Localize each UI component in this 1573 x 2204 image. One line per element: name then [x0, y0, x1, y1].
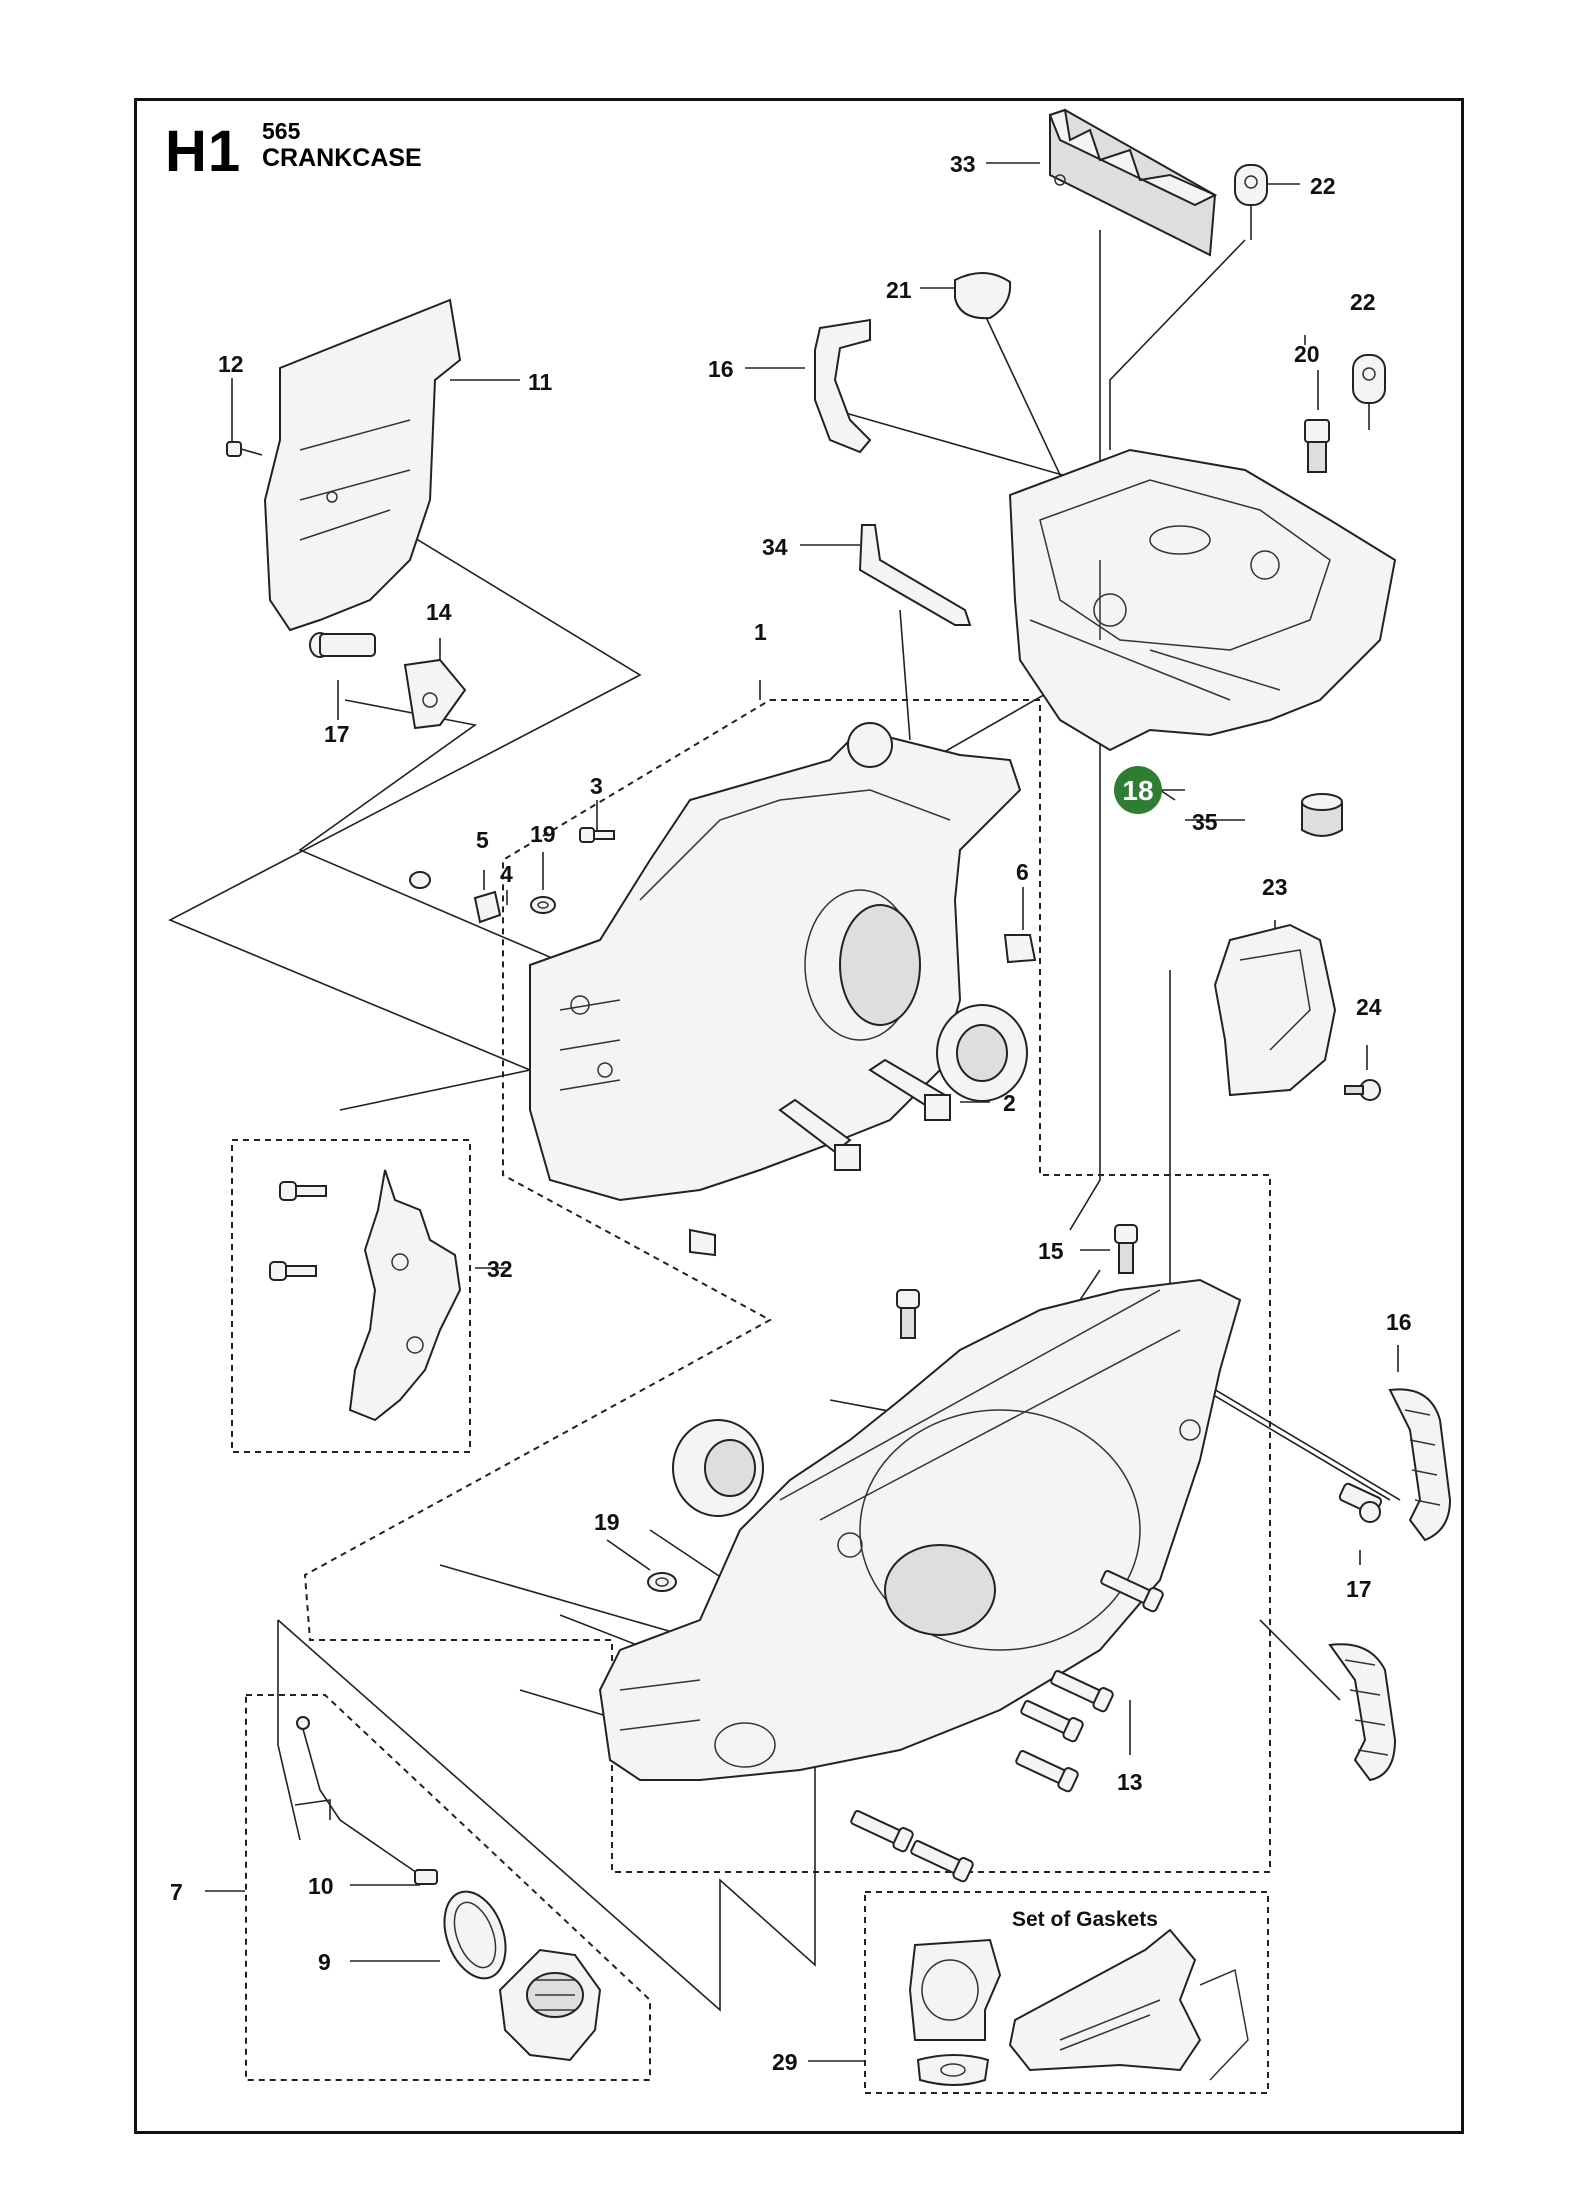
part-filter-cap	[498, 1948, 602, 2062]
part-18-housing	[1008, 448, 1397, 752]
section-title: CRANKCASE	[262, 144, 422, 172]
guide-line-10	[277, 1620, 301, 1841]
part-bearing-lower	[672, 1419, 764, 1517]
guide-line-22	[1109, 239, 1246, 450]
group-outline-1	[303, 699, 1271, 1873]
callout-4: 4	[500, 861, 513, 887]
callout-6: 6	[1016, 859, 1029, 885]
group-outline-7	[245, 1694, 651, 2081]
callout-2: 2	[1003, 1090, 1016, 1116]
part-4-nipple	[473, 890, 502, 924]
group-outline-gaskets	[864, 1891, 1269, 2094]
callout-16-top: 16	[708, 356, 734, 382]
part-3-screw	[579, 827, 615, 843]
part-2-pins	[778, 1058, 951, 1171]
callout-14: 14	[426, 599, 452, 625]
part-15-screw	[896, 1224, 1138, 1339]
highlight-badge-18: 18	[1114, 766, 1185, 814]
callout-21: 21	[886, 277, 912, 303]
callout-33: 33	[950, 151, 976, 177]
part-16-clip-top	[814, 318, 872, 454]
callout-29: 29	[772, 2049, 798, 2075]
callout-35: 35	[1192, 809, 1218, 835]
callout-22-right: 22	[1350, 289, 1376, 315]
highlight-badge-label: 18	[1122, 775, 1153, 806]
part-10-pickup	[294, 1716, 438, 1885]
group-outline-32	[231, 1139, 471, 1453]
callout-19-lower: 19	[594, 1509, 620, 1535]
callout-13: 13	[1117, 1769, 1143, 1795]
part-20-screw	[1304, 419, 1330, 473]
callout-labels: 33 22 21 16 22 20 12 11 34 14 17 1 35 3 …	[170, 151, 1412, 2075]
callout-15: 15	[1038, 1238, 1064, 1264]
part-24-screw	[1344, 1079, 1381, 1101]
callout-17-top: 17	[324, 721, 350, 747]
part-23-cover	[1213, 923, 1337, 1097]
callout-11: 11	[528, 369, 553, 395]
part-22-tag-top	[1234, 164, 1268, 240]
part-6-sleeve	[1003, 934, 1037, 964]
part-32-screws	[269, 1181, 327, 1281]
part-11-guide-plate	[263, 298, 462, 632]
part-22-tag-right	[1352, 354, 1386, 430]
callout-1: 1	[754, 619, 767, 645]
part-1-crankcase-half	[529, 722, 1022, 1202]
part-29-gasket-set	[908, 1928, 1249, 2086]
part-34-rod	[858, 524, 972, 626]
model-number: 565	[262, 118, 301, 144]
callout-10: 10	[308, 1873, 334, 1899]
guide-line-11	[168, 511, 642, 1111]
part-13-bolts	[850, 1570, 1164, 1883]
part-35-bushing	[1301, 793, 1343, 837]
guide-line-34	[899, 609, 911, 741]
part-9-seal	[443, 1890, 507, 1980]
part-33-rail	[1048, 108, 1218, 257]
section-code: H1	[165, 119, 242, 184]
callout-20: 20	[1294, 341, 1320, 367]
part-2-bearing	[936, 1004, 1028, 1102]
callout-17-lower: 17	[1346, 1576, 1372, 1602]
highlight-badge-circle	[1114, 766, 1162, 814]
guide-line-gasketrail	[1259, 1619, 1341, 1701]
guide-line-17a	[298, 699, 651, 1001]
part-19-washer-lower	[647, 1572, 677, 1592]
part-17-bolt-top	[309, 632, 376, 658]
part-17-bolt-lower	[1338, 1482, 1383, 1523]
callout-7: 7	[170, 1879, 183, 1905]
guide-line-16b	[1204, 1389, 1391, 1501]
callout-32: 32	[487, 1256, 513, 1282]
callout-22-top: 22	[1310, 173, 1336, 199]
callout-19-top: 19	[530, 821, 556, 847]
callout-34: 34	[762, 534, 788, 560]
part-clamp-lower	[1328, 1643, 1397, 1782]
callout-12: 12	[218, 351, 244, 377]
part-14-bracket	[403, 658, 467, 730]
part-21-plug	[954, 272, 1012, 320]
part-sleeve-bottom	[689, 1228, 716, 1257]
callout-5: 5	[476, 827, 489, 853]
part-crankcase-half-lower	[598, 1278, 1242, 1781]
diagram-frame	[134, 98, 1464, 2134]
guide-line-left	[439, 1564, 701, 1641]
part-5-pin	[409, 871, 431, 889]
callout-24: 24	[1356, 994, 1382, 1020]
guide-line-29	[277, 1619, 816, 2012]
part-16-clamp-right	[1388, 1388, 1452, 1542]
part-32-gear-plate	[348, 1169, 462, 1422]
part-19-washer-top	[530, 896, 556, 914]
callout-9: 9	[318, 1949, 331, 1975]
callout-23: 23	[1262, 874, 1288, 900]
callout-16-right: 16	[1386, 1309, 1412, 1335]
guide-line-16	[834, 409, 1081, 481]
callout-3: 3	[590, 773, 603, 799]
gasket-set-title: Set of Gaskets	[1012, 1908, 1158, 1931]
part-12-screw	[226, 441, 263, 457]
